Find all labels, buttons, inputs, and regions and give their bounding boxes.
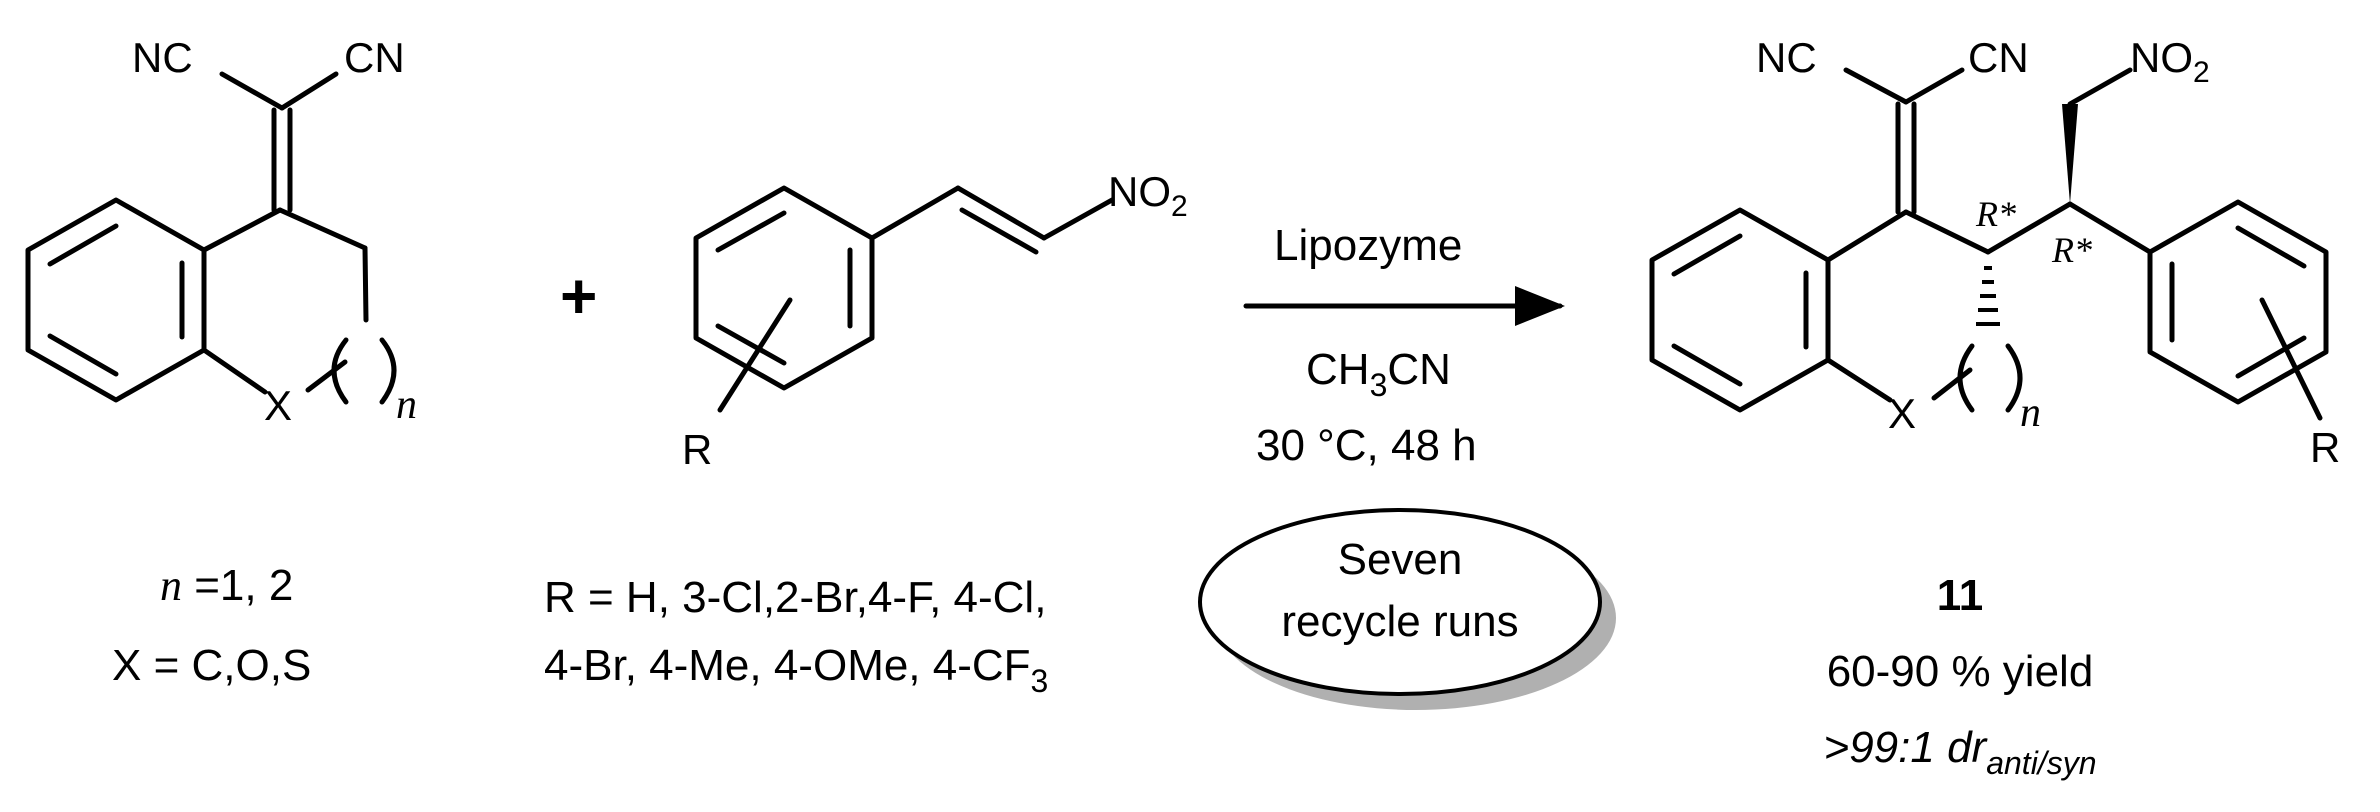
solvent-label: CH3CN [1306,345,1451,403]
catalyst-label: Lipozyme [1274,221,1462,270]
product-n-subscript: n [2020,390,2041,436]
reactant-2-benzene-ring [693,185,875,391]
product-yield: 60-90 % yield [1827,647,2094,696]
product-ring-bracket-left [1957,343,1975,413]
temperature-time-label: 30 °C, 48 h [1256,421,1477,470]
reactant-1-benzene-ring [25,197,207,403]
product-diastereoselectivity: >99:1 dranti/syn [1824,723,2097,781]
recycle-line-1: Seven [1338,535,1463,584]
reactant-2-r-group: R [682,426,712,473]
reactant-2-structure [693,185,1115,413]
reactant-1-nc-label: NC [132,34,193,81]
reactant-1-heteroatom: X [264,382,292,429]
reactant-1-structure [25,71,397,405]
reactant-1-x-values: X = C,O,S [112,641,311,690]
recycle-line-2: recycle runs [1281,597,1518,646]
product-r-group: R [2310,424,2340,471]
reactant-1-ring-bracket-right [379,337,397,405]
product-structure [1649,67,2329,421]
product-benzene-ring [1649,207,1831,413]
reactant-1-ring-bracket-left [331,337,349,405]
product-aryl-ring [2147,199,2329,405]
product-nitro-group: NO2 [2130,34,2210,89]
product-nc-label: NC [1756,34,1817,81]
product-stereo-label-2: R* [2051,230,2092,270]
reactant-1-n-values: n =1, 2 [160,561,293,610]
product-ring-bracket-right [2005,343,2023,413]
product-stereo-label-1: R* [1975,194,2016,234]
reactant-2-r-list-line-2: 4-Br, 4-Me, 4-OMe, 4-CF3 [544,641,1048,699]
compound-number: 11 [1937,571,1984,620]
plus-sign: + [560,260,597,332]
product-heteroatom: X [1888,390,1916,437]
product-hashed-wedge [1976,266,2000,326]
product-cn-label: CN [1968,34,2029,81]
reactant-2-nitro-group: NO2 [1108,168,1188,223]
reactant-1-n-subscript: n [396,382,417,428]
recycle-ellipse [1198,508,1602,696]
reactant-1-cn-label: CN [344,34,405,81]
product-solid-wedge [2062,104,2078,204]
reactant-2-r-list-line-1: R = H, 3-Cl,2-Br,4-F, 4-Cl, [544,573,1046,622]
